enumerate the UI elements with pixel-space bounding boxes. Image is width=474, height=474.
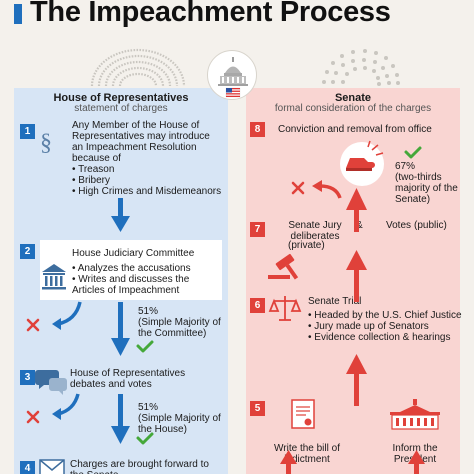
senate-seats-icon bbox=[322, 49, 400, 86]
step-5-left-text: Write the bill of indictment bbox=[274, 443, 340, 465]
step-4-number: 4 bbox=[20, 461, 35, 474]
step-7-votes: Votes bbox=[386, 220, 412, 231]
vote-2-desc: (Simple Majority of the House) bbox=[138, 413, 221, 435]
senate-panel: Senate formal consideration of the charg… bbox=[246, 88, 460, 474]
step-2-bullets: Analyzes the accusations Writes and disc… bbox=[72, 263, 220, 296]
bullet-treason: Treason bbox=[72, 164, 221, 175]
us-flag-icon bbox=[225, 87, 241, 98]
step-8-number: 8 bbox=[250, 122, 265, 137]
capitol-icon bbox=[218, 57, 248, 98]
bullet-writes: Writes and discusses the Articles of Imp… bbox=[72, 274, 220, 296]
vote-1-desc: (Simple Majority of the Committee) bbox=[138, 317, 221, 339]
step-6-number: 6 bbox=[250, 298, 265, 313]
page-title: The Impeachment Process bbox=[30, 0, 391, 28]
bullet-analyzes: Analyzes the accusations bbox=[72, 263, 220, 274]
step-4-text: Charges are brought forward to the Senat… bbox=[70, 459, 209, 474]
step-2-number: 2 bbox=[20, 244, 35, 259]
step-7-votes-public: (public) bbox=[414, 220, 447, 231]
step-6-text: Senate Trial bbox=[308, 296, 362, 307]
vote-2-percent: 51% bbox=[138, 402, 159, 413]
step-1-text: Any Member of the House of Representativ… bbox=[72, 120, 210, 164]
step-3-text: House of Representatives debates and vot… bbox=[70, 368, 186, 390]
step-1-number: 1 bbox=[20, 124, 35, 139]
house-title: House of Representatives bbox=[53, 92, 189, 104]
senate-subtitle: formal consideration of the charges bbox=[274, 103, 432, 114]
step-2-text: House Judiciary Committee bbox=[72, 248, 195, 259]
step-8-text: Conviction and removal from office bbox=[278, 124, 432, 135]
vote-1-percent: 51% bbox=[138, 306, 159, 317]
step-5-number: 5 bbox=[250, 401, 265, 416]
step-7-private: (private) bbox=[288, 240, 325, 251]
bullet-evidence: Evidence collection & hearings bbox=[308, 332, 462, 343]
senate-vote-percent: 67% bbox=[395, 161, 416, 172]
step-6-bullets: Headed by the U.S. Chief Justice Jury ma… bbox=[308, 310, 462, 343]
step-7-and: & bbox=[356, 220, 363, 231]
bullet-bribery: Bribery bbox=[72, 175, 221, 186]
house-seats-icon bbox=[90, 48, 186, 86]
senate-title: Senate bbox=[334, 92, 372, 104]
house-subtitle: statement of charges bbox=[74, 103, 168, 114]
step-5-right-text: Inform the President bbox=[392, 443, 438, 465]
step-1-bullets: Treason Bribery High Crimes and Misdemea… bbox=[72, 164, 221, 197]
bullet-chief-justice: Headed by the U.S. Chief Justice bbox=[308, 310, 461, 321]
step-3-number: 3 bbox=[20, 370, 35, 385]
bullet-high-crimes: High Crimes and Misdemeanors bbox=[72, 186, 221, 197]
capitol-badge bbox=[207, 50, 257, 100]
title-accent-bar bbox=[14, 4, 22, 24]
bullet-jury: Jury made up of Senators bbox=[308, 321, 462, 332]
senate-vote-desc: (two-thirds majority of the Senate) bbox=[395, 172, 458, 205]
step-7-number: 7 bbox=[250, 222, 265, 237]
step-7-text: Senate Jury deliberates bbox=[288, 220, 342, 242]
